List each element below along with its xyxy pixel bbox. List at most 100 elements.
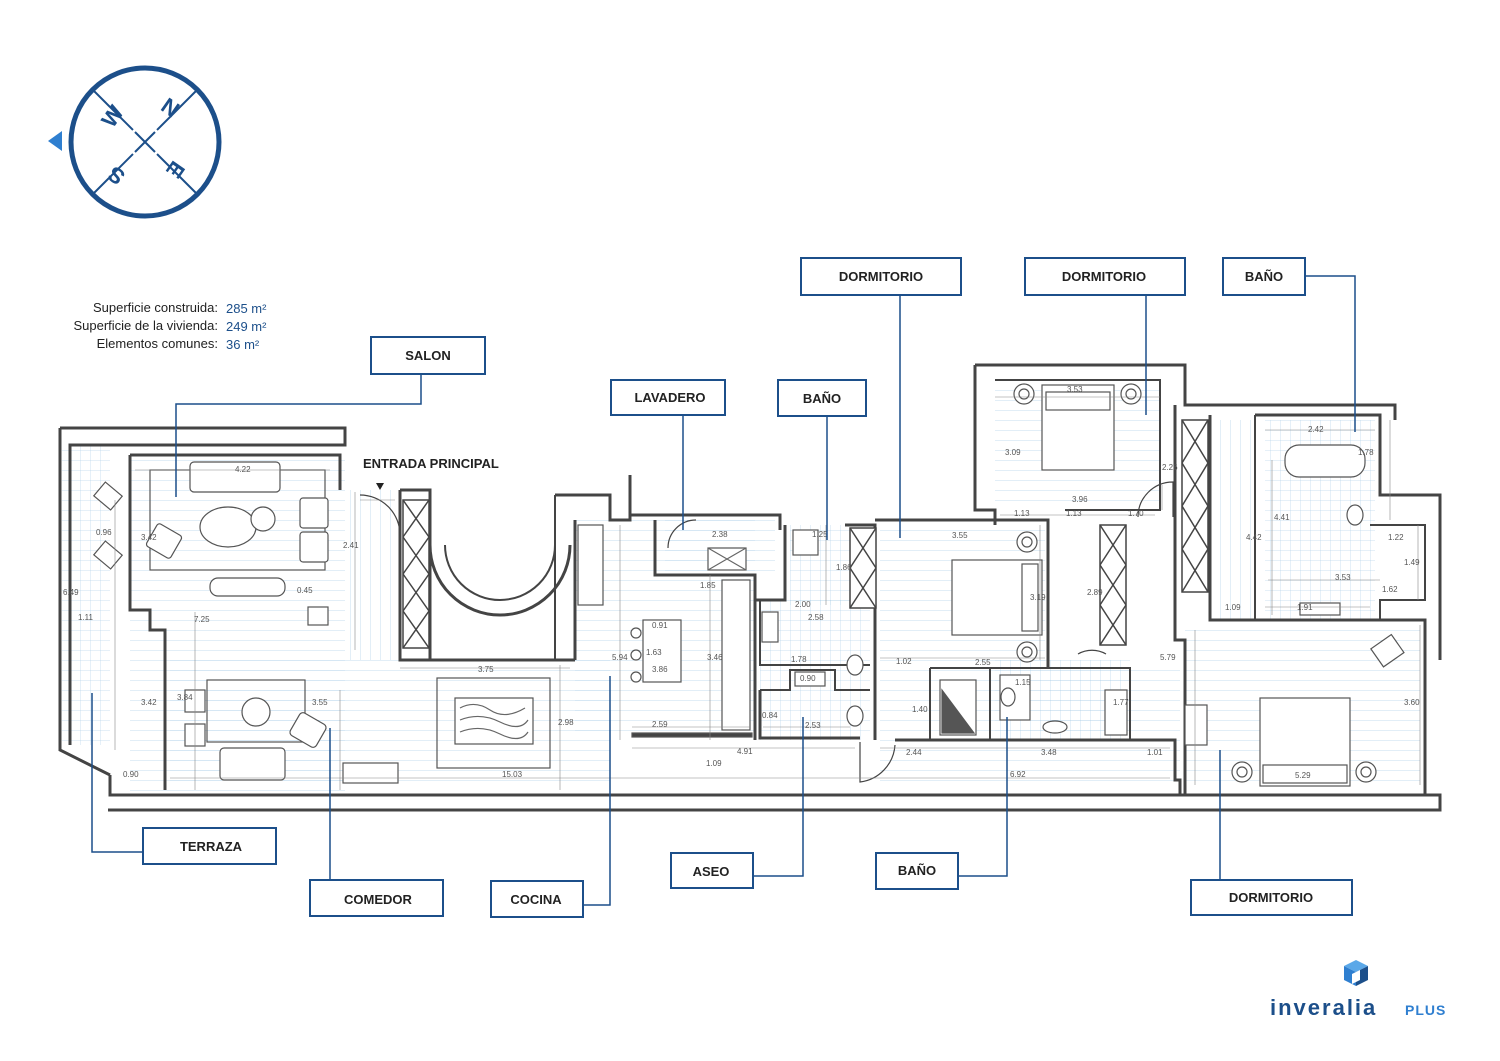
plan-body: 4.22 3.42 0.45 2.41 7.25 3.84 3.55 3.42 … bbox=[58, 363, 1442, 812]
room-label-aseo: ASEO bbox=[670, 852, 754, 889]
dimension-label: 2.38 bbox=[712, 530, 728, 539]
room-label-comedor: COMEDOR bbox=[309, 879, 444, 917]
dimension-label: 2.53 bbox=[805, 721, 821, 730]
dimension-label: 1.86 bbox=[836, 563, 852, 572]
dimension-label: 1.01 bbox=[1147, 748, 1163, 757]
room-label-terraza: TERRAZA bbox=[142, 827, 277, 865]
dimension-label: 1.85 bbox=[700, 581, 716, 590]
dimension-label: 7.25 bbox=[194, 615, 210, 624]
dimension-label: 3.42 bbox=[141, 698, 157, 707]
dimension-label: 5.94 bbox=[612, 653, 628, 662]
dimension-label: 2.26 bbox=[1162, 463, 1178, 472]
callouts bbox=[91, 275, 1356, 906]
dimension-label: 3.75 bbox=[478, 665, 494, 674]
area-label-built: Superficie construida: bbox=[93, 300, 218, 315]
bed-dorm3 bbox=[1184, 633, 1405, 787]
dimension-label: 2.59 bbox=[652, 720, 668, 729]
dimension-label: 1.02 bbox=[896, 657, 912, 666]
dimension-label: 6.92 bbox=[1010, 770, 1026, 779]
room-label-dormitorio-3: DORMITORIO bbox=[1190, 879, 1353, 916]
room-label-bano-top-text: BAÑO bbox=[803, 391, 841, 406]
dimension-label: 0.91 bbox=[652, 621, 668, 630]
dimension-label: 2.89 bbox=[1087, 588, 1103, 597]
wardrobe-corridor bbox=[1099, 524, 1127, 646]
bathroom-fixtures bbox=[761, 444, 1366, 736]
dimension-label: 3.55 bbox=[312, 698, 328, 707]
area-value-common: 36 m² bbox=[226, 337, 260, 352]
brand-logo: inveralia PLUS bbox=[1270, 960, 1446, 1020]
area-value-dwelling: 249 m² bbox=[226, 319, 267, 334]
dimension-label: 3.42 bbox=[141, 533, 157, 542]
area-label-dwelling: Superficie de la vivienda: bbox=[73, 318, 218, 333]
room-label-bano-right-text: BAÑO bbox=[1245, 269, 1283, 284]
room-label-dormitorio-2: DORMITORIO bbox=[1024, 257, 1186, 296]
area-value-built: 285 m² bbox=[226, 301, 267, 316]
dimension-label: 1.78 bbox=[791, 655, 807, 664]
compass-n: N bbox=[157, 93, 184, 123]
bed-dorm2 bbox=[1013, 383, 1142, 471]
room-label-dormitorio-1: DORMITORIO bbox=[800, 257, 962, 296]
dimension-label: 1.09 bbox=[1225, 603, 1241, 612]
dimension-label: 0.90 bbox=[800, 674, 816, 683]
dimension-label: 3.55 bbox=[952, 531, 968, 540]
room-label-bano-bottom: BAÑO bbox=[875, 852, 959, 890]
room-label-comedor-text: COMEDOR bbox=[344, 892, 413, 907]
bed-dorm1 bbox=[951, 531, 1043, 663]
dimension-label: 3.60 bbox=[1404, 698, 1420, 707]
dimension-label: 4.42 bbox=[1246, 533, 1262, 542]
doors bbox=[359, 481, 1174, 783]
dimension-label: 0.96 bbox=[96, 528, 112, 537]
dimension-label: 1.22 bbox=[1388, 533, 1404, 542]
dimension-label: 1.09 bbox=[706, 759, 722, 768]
salon-furniture bbox=[92, 461, 329, 626]
compass-s: S bbox=[103, 161, 129, 190]
hall-floor bbox=[345, 490, 405, 660]
dimension-label: 2.41 bbox=[343, 541, 359, 550]
room-label-aseo-text: ASEO bbox=[693, 864, 730, 879]
entrance-arrow-icon bbox=[376, 483, 384, 490]
room-label-salon-text: SALON bbox=[405, 348, 451, 363]
dimension-label: 4.91 bbox=[737, 747, 753, 756]
dimension-label: 1.13 bbox=[1066, 509, 1082, 518]
area-label-common: Elementos comunes: bbox=[97, 336, 218, 351]
dimension-label: 3.53 bbox=[1067, 385, 1083, 394]
area-summary: Superficie construida: 285 m² Superficie… bbox=[73, 300, 267, 352]
room-label-dormitorio-2-text: DORMITORIO bbox=[1062, 269, 1146, 284]
room-labels: SALON LAVADERO BAÑO DORMITORIO DORMITORI… bbox=[142, 257, 1353, 918]
dimension-label: 2.44 bbox=[906, 748, 922, 757]
dimension-label: 2.98 bbox=[558, 718, 574, 727]
dimension-label: 0.90 bbox=[123, 770, 139, 779]
dimension-label: 3.84 bbox=[177, 693, 193, 702]
dimension-label: 1.25 bbox=[812, 530, 828, 539]
dimension-label: 15.03 bbox=[502, 770, 523, 779]
dimension-label: 1.15 bbox=[1015, 678, 1031, 687]
dimension-label: 1.63 bbox=[646, 648, 662, 657]
entrance-label: ENTRADA PRINCIPAL bbox=[363, 456, 499, 471]
room-label-bano-top: BAÑO bbox=[777, 379, 867, 417]
dimension-label: 3.48 bbox=[1041, 748, 1057, 757]
dimension-label: 1.78 bbox=[1358, 448, 1374, 457]
dimension-label: 5.29 bbox=[1295, 771, 1311, 780]
room-label-dormitorio-1-text: DORMITORIO bbox=[839, 269, 923, 284]
dimension-label: 1.91 bbox=[1297, 603, 1313, 612]
dimension-label: 4.22 bbox=[235, 465, 251, 474]
dimension-label: 1.77 bbox=[1113, 698, 1129, 707]
dimension-label: 4.41 bbox=[1274, 513, 1290, 522]
dimension-label: 2.42 bbox=[1308, 425, 1324, 434]
dimension-label: 1.13 bbox=[1014, 509, 1030, 518]
brand-suffix: PLUS bbox=[1405, 1002, 1446, 1018]
wardrobe-hall bbox=[402, 499, 430, 649]
dimension-label: 1.49 bbox=[1404, 558, 1420, 567]
room-label-cocina-text: COCINA bbox=[510, 892, 562, 907]
dimension-label: 5.79 bbox=[1160, 653, 1176, 662]
dimension-label: 3.96 bbox=[1072, 495, 1088, 504]
room-label-bano-bottom-text: BAÑO bbox=[898, 863, 936, 878]
dimension-label: 1.70 bbox=[1128, 509, 1144, 518]
dimension-label: 3.53 bbox=[1335, 573, 1351, 582]
room-label-terraza-text: TERRAZA bbox=[180, 839, 243, 854]
room-label-lavadero: LAVADERO bbox=[610, 379, 726, 416]
dimension-label: 6.49 bbox=[63, 588, 79, 597]
dimension-label: 2.58 bbox=[808, 613, 824, 622]
dimension-lines bbox=[114, 396, 1421, 790]
